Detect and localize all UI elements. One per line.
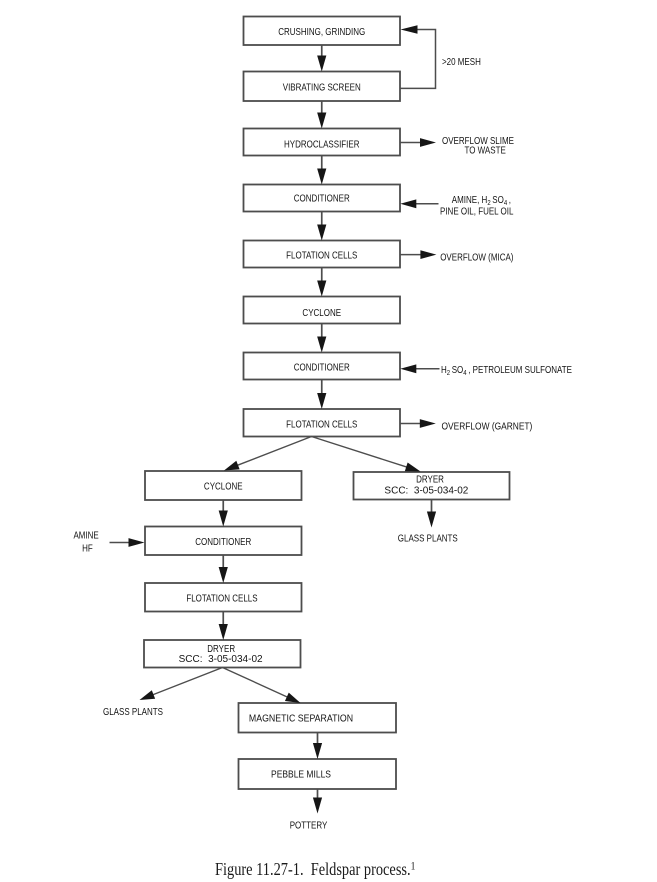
svg-text:DRYER: DRYER — [416, 474, 444, 485]
svg-text:PEBBLE MILLS: PEBBLE MILLS — [271, 769, 331, 780]
svg-text:DRYER: DRYER — [207, 643, 235, 654]
svg-text:OVERFLOW (MICA): OVERFLOW (MICA) — [440, 252, 513, 263]
svg-text:CONDITIONER: CONDITIONER — [195, 536, 251, 547]
svg-text:TO WASTE: TO WASTE — [465, 145, 506, 156]
svg-text:H2 SO4 , PETROLEUM SULFONATE: H2 SO4 , PETROLEUM SULFONATE — [441, 364, 572, 377]
svg-text:SCC: 3-05-034-02: SCC: 3-05-034-02 — [384, 485, 468, 496]
svg-text:CONDITIONER: CONDITIONER — [294, 362, 350, 373]
svg-text:OVERFLOW SLIME: OVERFLOW SLIME — [442, 135, 514, 146]
svg-text:SCC: 3-05-034-02: SCC: 3-05-034-02 — [179, 654, 263, 665]
svg-text:VIBRATING SCREEN: VIBRATING SCREEN — [283, 81, 361, 92]
svg-text:GLASS PLANTS: GLASS PLANTS — [398, 532, 458, 543]
svg-text:POTTERY: POTTERY — [290, 820, 328, 831]
svg-text:HF: HF — [82, 543, 93, 554]
svg-text:HYDROCLASSIFIER: HYDROCLASSIFIER — [284, 138, 360, 149]
svg-text:MAGNETIC SEPARATION: MAGNETIC SEPARATION — [249, 712, 353, 724]
svg-text:CRUSHING, GRINDING: CRUSHING, GRINDING — [278, 26, 365, 37]
svg-text:FLOTATION CELLS: FLOTATION CELLS — [286, 250, 357, 261]
svg-text:Figure 11.27-1. Feldspar proc: Figure 11.27-1. Feldspar process.1 — [215, 858, 415, 879]
svg-text:>20 MESH: >20 MESH — [442, 56, 481, 67]
svg-text:OVERFLOW (GARNET): OVERFLOW (GARNET) — [442, 421, 533, 432]
svg-text:AMINE, H2 SO4 ,: AMINE, H2 SO4 , — [452, 194, 511, 207]
svg-text:FLOTATION CELLS: FLOTATION CELLS — [286, 418, 357, 429]
svg-text:GLASS PLANTS: GLASS PLANTS — [103, 706, 163, 717]
svg-text:CONDITIONER: CONDITIONER — [294, 193, 350, 204]
svg-text:AMINE: AMINE — [73, 530, 98, 541]
svg-text:PINE OIL, FUEL OIL: PINE OIL, FUEL OIL — [440, 206, 513, 217]
svg-text:CYCLONE: CYCLONE — [302, 307, 341, 318]
svg-text:FLOTATION CELLS: FLOTATION CELLS — [186, 592, 257, 603]
svg-text:CYCLONE: CYCLONE — [204, 481, 243, 492]
